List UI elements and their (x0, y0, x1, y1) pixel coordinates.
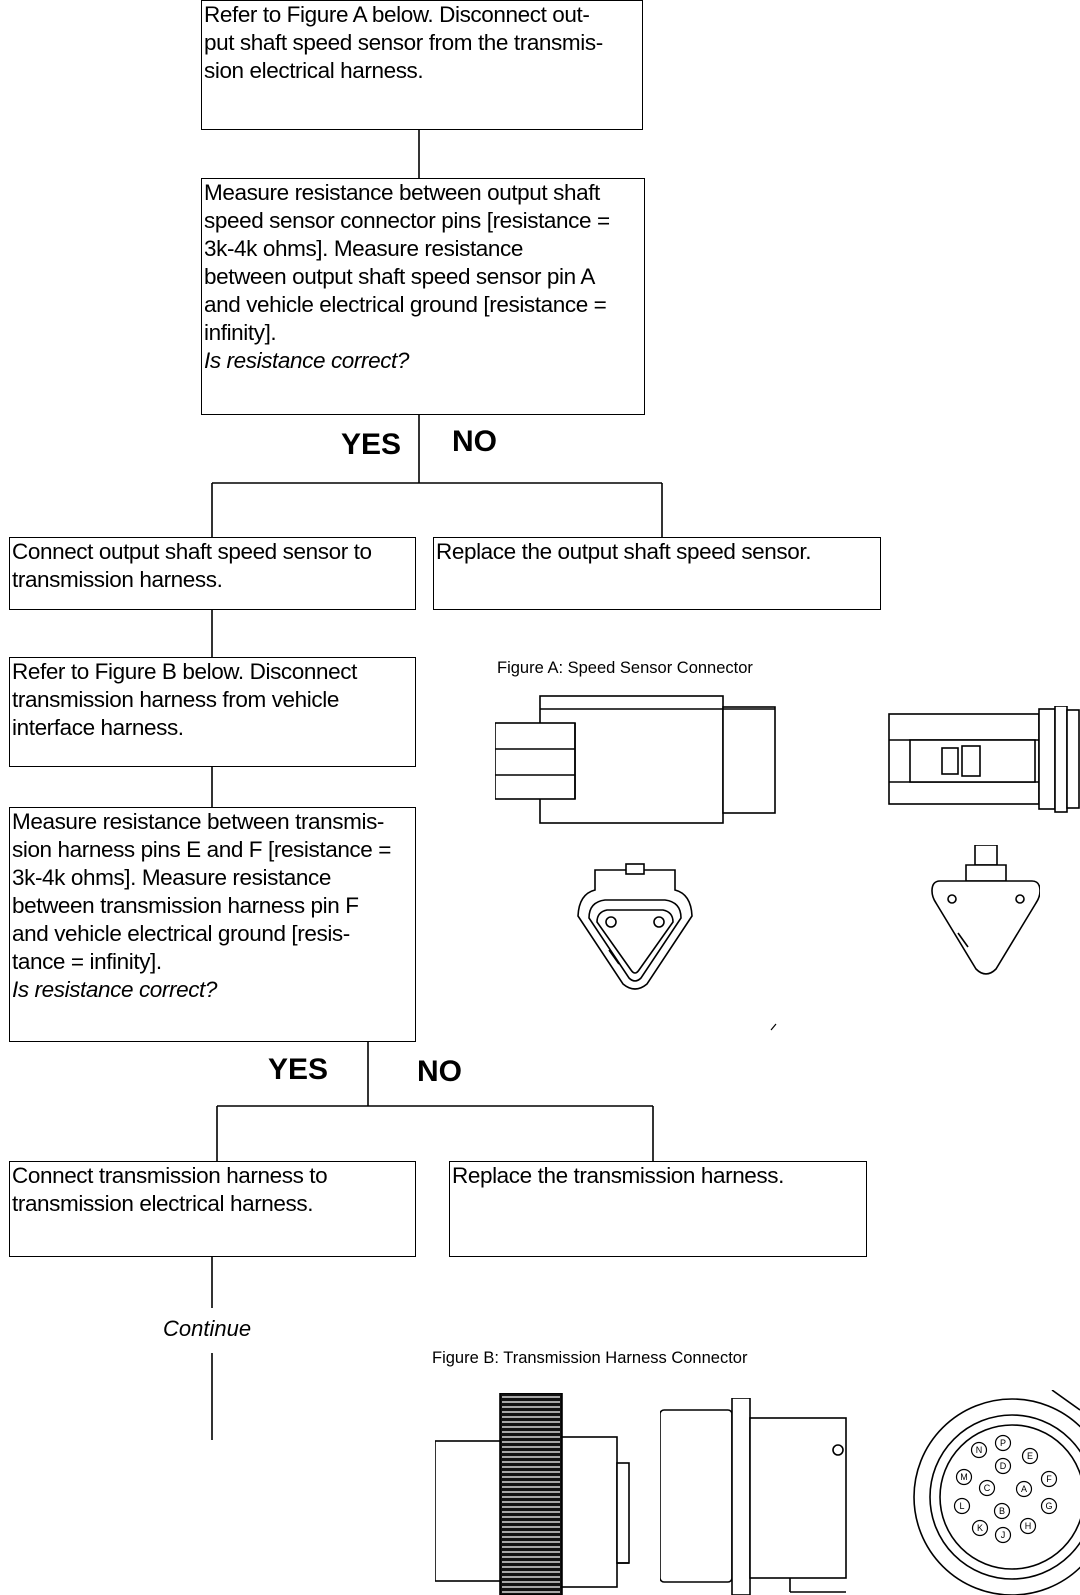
step-text: Connect transmission harness to transmis… (12, 1163, 328, 1216)
yes-label: YES (268, 1053, 329, 1086)
step-text: Replace the output shaft speed sensor. (436, 539, 812, 564)
no-label: NO (417, 1055, 462, 1088)
pin-h: H (1019, 1517, 1037, 1535)
step-text: Refer to Figure B below. Disconnect tran… (12, 659, 357, 740)
svg-text:M: M (960, 1472, 968, 1482)
pin-k: K (971, 1519, 989, 1537)
figure-b-caption: Figure B: Transmission Harness Connector (432, 1349, 748, 1367)
svg-text:L: L (959, 1501, 964, 1511)
pin-m: M (955, 1468, 973, 1486)
svg-text:C: C (984, 1483, 991, 1493)
svg-text:K: K (977, 1523, 983, 1533)
step-connect-harness: Connect transmission harness to transmis… (9, 1161, 416, 1257)
pin-j: J (994, 1526, 1012, 1544)
step-measure-sensor-resistance: Measure resistance between output shaft … (201, 178, 645, 415)
step-measure-harness-resistance: Measure resistance between transmis- sio… (9, 807, 416, 1042)
svg-text:E: E (1027, 1451, 1033, 1461)
speed-sensor-connector-front-view (577, 863, 693, 990)
pin-n: N (970, 1441, 988, 1459)
continue-label: Continue (163, 1316, 252, 1341)
step-text: Replace the transmission harness. (452, 1163, 784, 1188)
speed-sensor-connector-rear-view (888, 706, 1080, 813)
figure-a-caption: Figure A: Speed Sensor Connector (497, 659, 753, 677)
harness-connector-face-view: P N D E M F C A L G B K H J (913, 1390, 1080, 1595)
harness-connector-side-view-plug (660, 1398, 847, 1595)
svg-text:D: D (1000, 1461, 1007, 1471)
speed-sensor-connector-face-view (931, 845, 1040, 975)
step-text: Measure resistance between transmis- sio… (12, 809, 391, 974)
svg-text:B: B (999, 1506, 1005, 1516)
svg-text:G: G (1045, 1501, 1052, 1511)
decision-question: Is resistance correct? (204, 348, 410, 373)
no-label: NO (452, 425, 497, 458)
pin-l: L (953, 1497, 971, 1515)
pin-d: D (994, 1457, 1012, 1475)
step-text: Connect output shaft speed sensor to tra… (12, 539, 372, 592)
step-replace-harness: Replace the transmission harness. (449, 1161, 867, 1257)
pin-g: G (1040, 1497, 1058, 1515)
step-connect-sensor: Connect output shaft speed sensor to tra… (9, 537, 416, 610)
pin-p: P (994, 1434, 1012, 1452)
svg-text:A: A (1021, 1484, 1027, 1494)
pin-f: F (1040, 1470, 1058, 1488)
svg-text:J: J (1001, 1530, 1006, 1540)
pin-b: B (993, 1502, 1011, 1520)
pin-c: C (978, 1479, 996, 1497)
harness-connector-side-view-coupling (435, 1393, 630, 1595)
step-text: Refer to Figure A below. Disconnect out-… (204, 2, 603, 83)
decision-question: Is resistance correct? (12, 977, 218, 1002)
svg-text:N: N (976, 1445, 983, 1455)
svg-text:H: H (1025, 1521, 1032, 1531)
yes-label: YES (341, 428, 402, 461)
pin-e: E (1021, 1447, 1039, 1465)
step-disconnect-speed-sensor: Refer to Figure A below. Disconnect out-… (201, 0, 643, 130)
step-disconnect-harness: Refer to Figure B below. Disconnect tran… (9, 657, 416, 767)
pin-a: A (1015, 1480, 1033, 1498)
svg-text:F: F (1046, 1474, 1052, 1484)
svg-text:P: P (1000, 1438, 1006, 1448)
mark-tick (770, 1023, 777, 1031)
step-text: Measure resistance between output shaft … (204, 180, 610, 345)
step-replace-sensor: Replace the output shaft speed sensor. (433, 537, 881, 610)
speed-sensor-connector-side-view (495, 695, 776, 824)
